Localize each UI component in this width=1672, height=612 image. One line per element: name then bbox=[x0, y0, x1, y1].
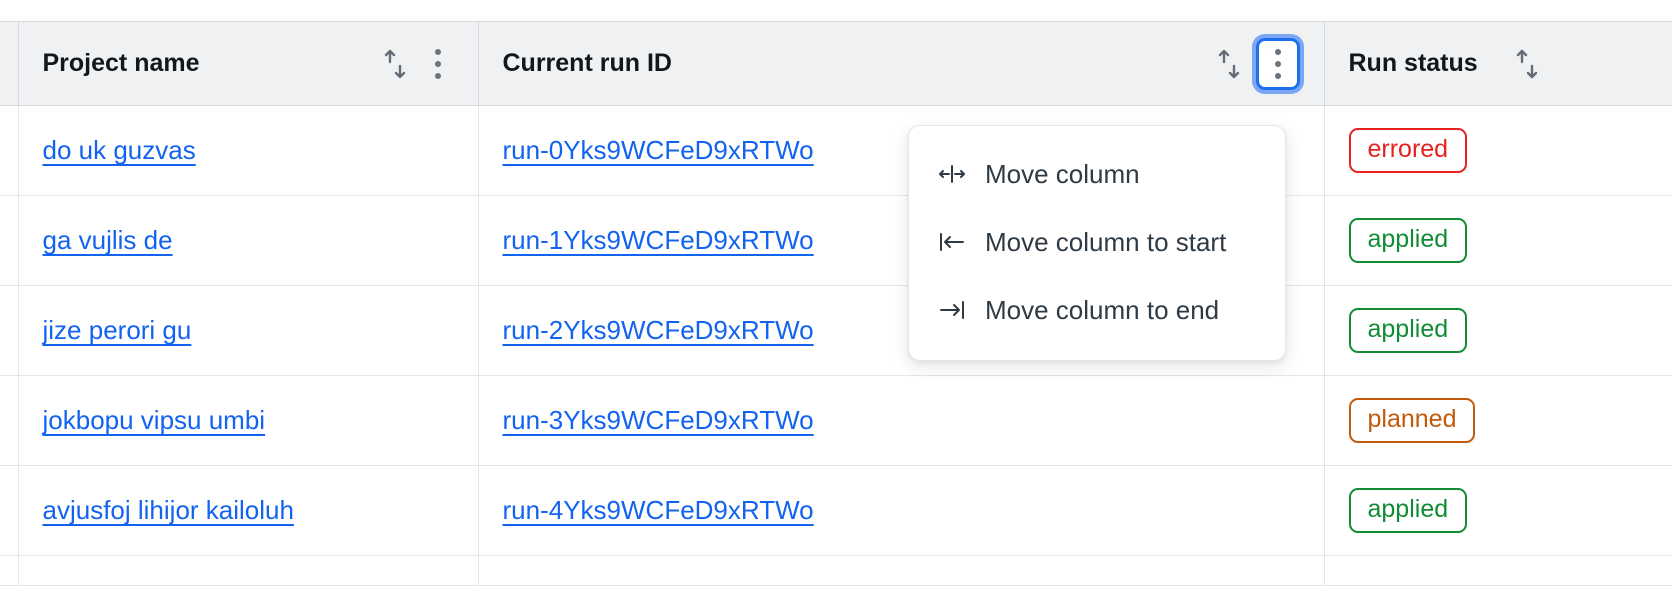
table-row: jokbopu vipsu umbi run-3Yks9WCFeD9xRTWo … bbox=[0, 375, 1672, 466]
status-badge: applied bbox=[1348, 488, 1468, 533]
project-name-link[interactable]: do uk guzvas bbox=[42, 135, 196, 165]
column-menu-button-project-name[interactable] bbox=[422, 43, 454, 85]
table-row: avjusfoj lihijor kailoluh run-4Yks9WCFeD… bbox=[0, 465, 1672, 556]
status-badge: errored bbox=[1348, 128, 1468, 173]
project-name-link[interactable]: ga vujlis de bbox=[42, 225, 173, 255]
cell-run-status bbox=[1324, 555, 1672, 586]
run-id-link[interactable]: run-0Yks9WCFeD9xRTWo bbox=[502, 135, 814, 165]
header-row: Project name bbox=[0, 21, 1672, 106]
column-header-label-run-status: Run status bbox=[1348, 49, 1478, 77]
run-id-link[interactable]: run-4Yks9WCFeD9xRTWo bbox=[502, 495, 814, 525]
table-row: ga vujlis de run-1Yks9WCFeD9xRTWo applie… bbox=[0, 195, 1672, 286]
cell-project-name bbox=[18, 555, 479, 586]
cell-run-status: applied bbox=[1324, 195, 1672, 286]
run-id-link[interactable]: run-2Yks9WCFeD9xRTWo bbox=[502, 315, 814, 345]
row-select-cell[interactable] bbox=[0, 105, 19, 196]
row-select-cell[interactable] bbox=[0, 285, 19, 376]
project-name-link[interactable]: jokbopu vipsu umbi bbox=[42, 405, 266, 435]
cell-project-name: jokbopu vipsu umbi bbox=[18, 375, 479, 466]
table-row-partial bbox=[0, 555, 1672, 586]
row-select-cell[interactable] bbox=[0, 195, 19, 286]
cell-project-name: ga vujlis de bbox=[18, 195, 479, 286]
column-header-current-run-id[interactable]: Current run ID bbox=[478, 21, 1325, 106]
menu-item-move-column-to-start[interactable]: Move column to start bbox=[909, 208, 1285, 276]
row-select-cell[interactable] bbox=[0, 465, 19, 556]
menu-item-label: Move column to end bbox=[985, 294, 1220, 325]
sort-icon-current-run-id[interactable] bbox=[1212, 44, 1246, 84]
table-header: Project name bbox=[0, 21, 1672, 106]
cell-current-run-id: run-4Yks9WCFeD9xRTWo bbox=[478, 465, 1325, 556]
run-id-link[interactable]: run-1Yks9WCFeD9xRTWo bbox=[502, 225, 814, 255]
sort-icon-run-status[interactable] bbox=[1510, 44, 1544, 84]
table-row: do uk guzvas run-0Yks9WCFeD9xRTWo errore… bbox=[0, 105, 1672, 196]
column-menu-button-current-run-id[interactable] bbox=[1255, 37, 1300, 90]
sort-icon-project-name[interactable] bbox=[378, 44, 412, 84]
row-select-cell[interactable] bbox=[0, 375, 19, 466]
cell-current-run-id: run-3Yks9WCFeD9xRTWo bbox=[478, 375, 1325, 466]
column-context-menu: Move column Move column to start Move co… bbox=[908, 125, 1286, 361]
move-column-icon bbox=[937, 159, 967, 189]
column-header-label-project-name: Project name bbox=[42, 49, 200, 77]
move-to-start-icon bbox=[937, 227, 967, 257]
cell-project-name: avjusfoj lihijor kailoluh bbox=[18, 465, 479, 556]
menu-item-label: Move column to start bbox=[985, 226, 1227, 257]
menu-item-move-column-to-end[interactable]: Move column to end bbox=[909, 276, 1285, 344]
column-header-run-status[interactable]: Run status bbox=[1324, 21, 1672, 106]
column-header-select bbox=[0, 21, 19, 106]
status-badge: applied bbox=[1348, 308, 1468, 353]
run-id-link[interactable]: run-3Yks9WCFeD9xRTWo bbox=[502, 405, 814, 435]
status-badge: applied bbox=[1348, 218, 1468, 263]
row-select-cell[interactable] bbox=[0, 555, 19, 586]
cell-run-status: planned bbox=[1324, 375, 1672, 466]
project-name-link[interactable]: avjusfoj lihijor kailoluh bbox=[42, 495, 294, 525]
cell-project-name: jize perori gu bbox=[18, 285, 479, 376]
move-to-end-icon bbox=[937, 295, 967, 325]
cell-run-status: errored bbox=[1324, 105, 1672, 196]
project-name-link[interactable]: jize perori gu bbox=[42, 315, 192, 345]
cell-run-status: applied bbox=[1324, 285, 1672, 376]
table-screen: Project name bbox=[0, 21, 1672, 612]
kebab-menu-icon bbox=[434, 48, 441, 79]
projects-table: Project name bbox=[0, 21, 1672, 586]
table-row: jize perori gu run-2Yks9WCFeD9xRTWo appl… bbox=[0, 285, 1672, 376]
kebab-menu-icon bbox=[1274, 48, 1281, 79]
status-badge: planned bbox=[1348, 398, 1476, 443]
cell-run-status: applied bbox=[1324, 465, 1672, 556]
cell-current-run-id bbox=[478, 555, 1325, 586]
cell-project-name: do uk guzvas bbox=[18, 105, 479, 196]
menu-item-label: Move column bbox=[985, 158, 1140, 189]
menu-item-move-column[interactable]: Move column bbox=[909, 140, 1285, 208]
column-header-project-name[interactable]: Project name bbox=[18, 21, 479, 106]
column-header-label-current-run-id: Current run ID bbox=[502, 49, 672, 77]
table-body: do uk guzvas run-0Yks9WCFeD9xRTWo errore… bbox=[0, 105, 1672, 586]
